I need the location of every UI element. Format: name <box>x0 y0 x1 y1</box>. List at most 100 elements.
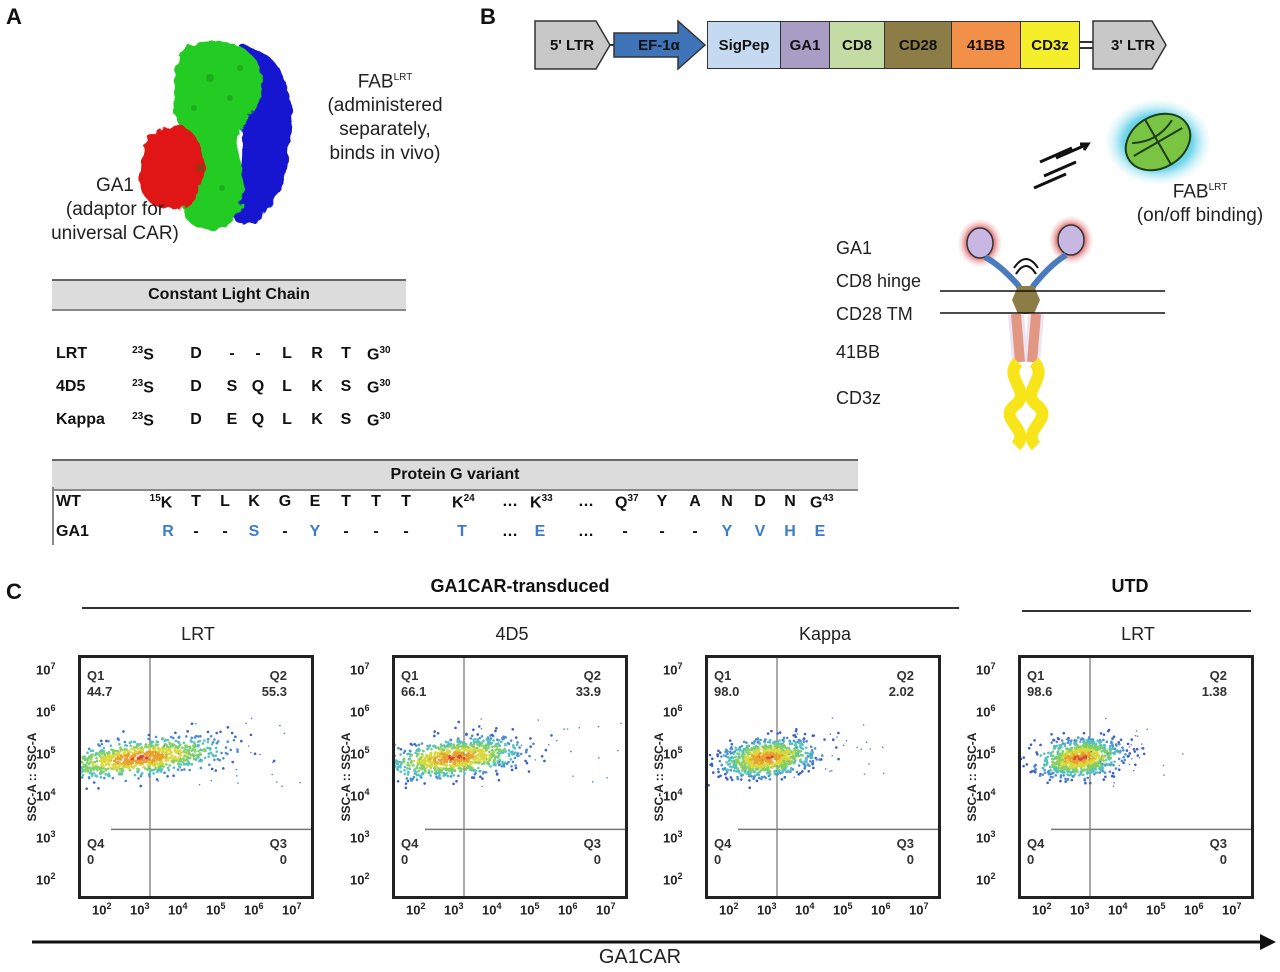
event-dot <box>1067 749 1071 753</box>
event-dot <box>206 746 209 750</box>
event-dot <box>157 766 160 769</box>
event-dot <box>1036 752 1039 756</box>
event-dot <box>503 747 506 751</box>
event-dot <box>785 765 788 768</box>
event-dot <box>117 738 121 742</box>
event-dot <box>430 770 434 773</box>
event-dot <box>491 745 494 749</box>
event-dot <box>769 761 772 765</box>
event-dot <box>179 757 183 761</box>
x-tick-label: 105 <box>520 901 540 918</box>
event-dot <box>1080 761 1083 765</box>
event-dot <box>189 739 193 742</box>
event-dot <box>441 758 445 761</box>
event-dot <box>154 735 158 739</box>
event-dot <box>448 764 452 767</box>
event-dot <box>449 744 453 748</box>
event-dot <box>478 740 481 744</box>
y-tick-label: 103 <box>663 829 683 846</box>
event-dot <box>528 754 531 758</box>
event-dot <box>153 755 156 759</box>
y-axis-label: SSC-A :: SSC-A <box>25 732 39 822</box>
event-dot <box>780 745 783 749</box>
event-dot <box>781 748 785 752</box>
pgv-row-name: GA1 <box>56 523 89 540</box>
event-dot <box>497 754 501 758</box>
fab-icon <box>1106 100 1210 184</box>
event-dot <box>1065 750 1069 753</box>
event-dot <box>174 739 178 743</box>
event-dot <box>760 777 763 781</box>
event-dot <box>540 754 544 758</box>
event-dot <box>495 727 498 730</box>
event-dot <box>403 765 407 769</box>
event-dot <box>1097 748 1100 751</box>
event-dot <box>420 742 424 745</box>
event-dot <box>87 747 91 751</box>
event-dot <box>1077 763 1081 767</box>
event-dot <box>1042 752 1046 755</box>
event-dot <box>1089 762 1093 765</box>
event-dot <box>534 759 537 761</box>
event-dot <box>795 746 797 749</box>
event-dot <box>782 745 785 749</box>
event-dot <box>791 752 795 756</box>
event-dot <box>88 771 92 775</box>
event-dot <box>728 762 732 765</box>
event-dot <box>783 768 786 772</box>
event-dot <box>121 769 125 772</box>
event-dot <box>111 763 114 767</box>
event-dot <box>112 759 116 763</box>
event-dot <box>259 753 262 756</box>
x-axis-label: GA1CAR <box>598 946 682 968</box>
event-dot <box>766 771 770 775</box>
event-dot <box>752 745 756 749</box>
event-dot <box>151 758 154 761</box>
event-dot <box>458 754 461 758</box>
event-dot <box>740 774 743 777</box>
event-dot <box>800 770 804 773</box>
event-dot <box>1090 751 1093 755</box>
event-dot <box>107 739 110 743</box>
event-dot <box>786 770 790 774</box>
event-dot <box>1059 779 1062 783</box>
event-dot <box>802 762 806 766</box>
event-dot <box>785 736 789 740</box>
event-dot <box>109 744 113 748</box>
event-dot <box>763 775 766 779</box>
event-dot <box>597 725 600 728</box>
event-dot <box>1098 745 1101 749</box>
event-dot <box>452 773 456 777</box>
event-dot <box>195 753 199 757</box>
event-dot <box>123 749 127 752</box>
event-dot <box>748 761 751 765</box>
x-tick-label: 107 <box>909 901 929 918</box>
event-dot <box>81 774 85 777</box>
event-dot <box>1079 740 1082 744</box>
event-dot <box>209 747 212 750</box>
event-dot <box>1068 766 1072 769</box>
event-dot <box>1034 771 1037 774</box>
event-dot <box>1041 773 1045 776</box>
pgv-residue: 15K <box>149 493 173 512</box>
event-dot <box>132 746 136 749</box>
event-dot <box>834 746 838 749</box>
event-dot <box>433 730 436 733</box>
event-dot <box>493 757 497 761</box>
event-dot <box>1060 739 1064 742</box>
event-dot <box>103 776 106 780</box>
clc-residue: G30 <box>367 345 391 364</box>
event-dot <box>1085 761 1088 764</box>
event-dot <box>475 757 478 760</box>
event-dot <box>1064 780 1067 783</box>
event-dot <box>1055 740 1059 744</box>
event-dot <box>214 769 218 772</box>
event-dot <box>1126 742 1130 746</box>
event-dot <box>203 739 206 742</box>
event-dot <box>237 782 239 784</box>
event-dot <box>788 760 790 762</box>
event-dot <box>1061 742 1065 745</box>
event-dot <box>428 764 431 768</box>
